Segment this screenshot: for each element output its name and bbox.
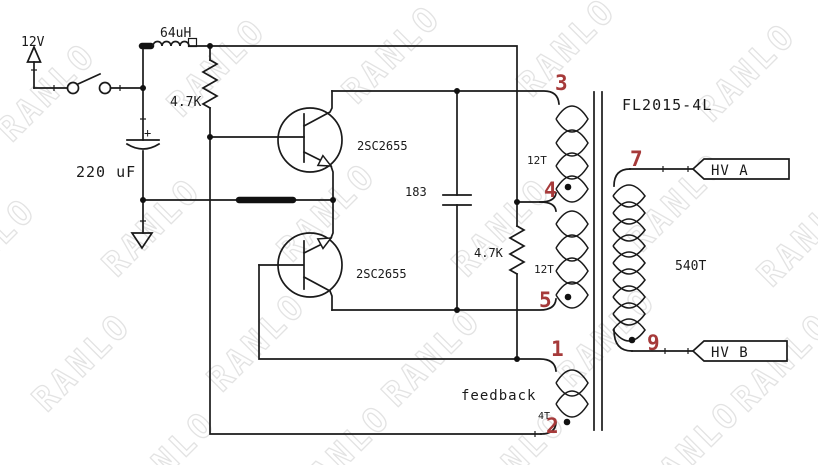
capacitor-183 (442, 90, 472, 311)
watermark-text: RANLO (270, 155, 385, 270)
watermark-text: RANLO (335, 0, 450, 112)
oscillator-section: 2SC2655 2SC2655 183 (142, 90, 560, 435)
pin-4-label: 4 (544, 178, 557, 202)
pin9-wire (613, 329, 633, 352)
transistor-q1 (277, 90, 343, 201)
supply-voltage-label: 12V (21, 35, 45, 50)
pin4-wire-lower (539, 201, 557, 212)
ground-icon (130, 199, 154, 250)
phase-dot-pin4 (564, 183, 572, 191)
rail-and-bias-section: 4.7K 4.7K (170, 45, 542, 437)
transistor-q2 (258, 199, 343, 311)
cap-value-label: 220 uF (76, 163, 136, 181)
watermark-text: RANLO (95, 170, 210, 285)
pin-7-label: 7 (630, 147, 643, 171)
pin5-collector-wire (331, 298, 557, 311)
hv-a-flag: HV A (691, 158, 790, 180)
inductor-value-label: 64uH (160, 26, 191, 41)
hv-b-label: HV B (711, 345, 749, 361)
watermark-text: RANLO (25, 305, 140, 420)
output-section: HV A HV B (613, 158, 790, 362)
transformer-section: FL2015-4L 12T 12T feedback 4T (461, 71, 712, 438)
pin-9-label: 9 (647, 331, 660, 355)
pin-2-label: 2 (546, 414, 559, 438)
watermark-text: RANLO (0, 190, 45, 305)
feedback-label: feedback (461, 388, 536, 404)
watermark-text: RANLO (635, 393, 750, 465)
pin7-wire (613, 168, 631, 187)
cap183-value-label: 183 (405, 185, 427, 199)
pin3-collector-wire (331, 90, 560, 105)
cap-polarity-label: + (144, 126, 151, 140)
primary-upper-turns-label: 12T (527, 154, 547, 167)
r1-value-label: 4.7K (170, 95, 201, 110)
q2-part-label: 2SC2655 (356, 267, 407, 281)
watermark-text: RANLO (200, 285, 315, 400)
q1-part-label: 2SC2655 (357, 139, 408, 153)
pin-5-label: 5 (539, 288, 552, 312)
feedback-bottom-wire (209, 136, 542, 435)
primary-winding-lower (555, 210, 589, 309)
junction-dots (140, 43, 520, 362)
top-rail-wire (188, 45, 518, 203)
primary-winding-upper (555, 105, 589, 203)
watermark-text: RANLO (0, 35, 105, 150)
power-switch (33, 72, 144, 95)
hv-b-flag: HV B (691, 340, 788, 362)
hv-a-label: HV A (711, 163, 749, 179)
phase-dot-pin2 (563, 418, 571, 426)
watermark-text: RANLO (110, 403, 225, 465)
inductor-64uH (138, 37, 198, 50)
capacitor-220uF: + (125, 87, 161, 222)
watermark-text: RANLO (725, 305, 818, 420)
phase-dot-pin5 (564, 293, 572, 301)
pin-1-label: 1 (551, 337, 564, 361)
supply-arrow-icon (26, 44, 42, 89)
phase-dot-pin9 (628, 336, 636, 344)
watermark-text: RANLO (750, 180, 818, 295)
r2-value-label: 4.7K (474, 246, 504, 260)
pin-number-labels: 3 4 5 1 2 7 9 (539, 71, 660, 438)
pin-3-label: 3 (555, 71, 568, 95)
watermark-text: RANLO (285, 397, 400, 465)
feedback-winding (555, 369, 589, 418)
pin2-wire (540, 422, 557, 435)
resistor-r2 (508, 201, 526, 360)
secondary-turns-label: 540T (675, 259, 706, 274)
feedback-turns-label: 4T (538, 411, 550, 422)
secondary-winding (612, 184, 646, 342)
supply-section: 12V 64uH + 220 uF (21, 26, 198, 250)
transformer-part-label: FL2015-4L (622, 96, 712, 114)
q2-base-feedback-wire (258, 264, 557, 372)
primary-lower-turns-label: 12T (534, 263, 554, 276)
